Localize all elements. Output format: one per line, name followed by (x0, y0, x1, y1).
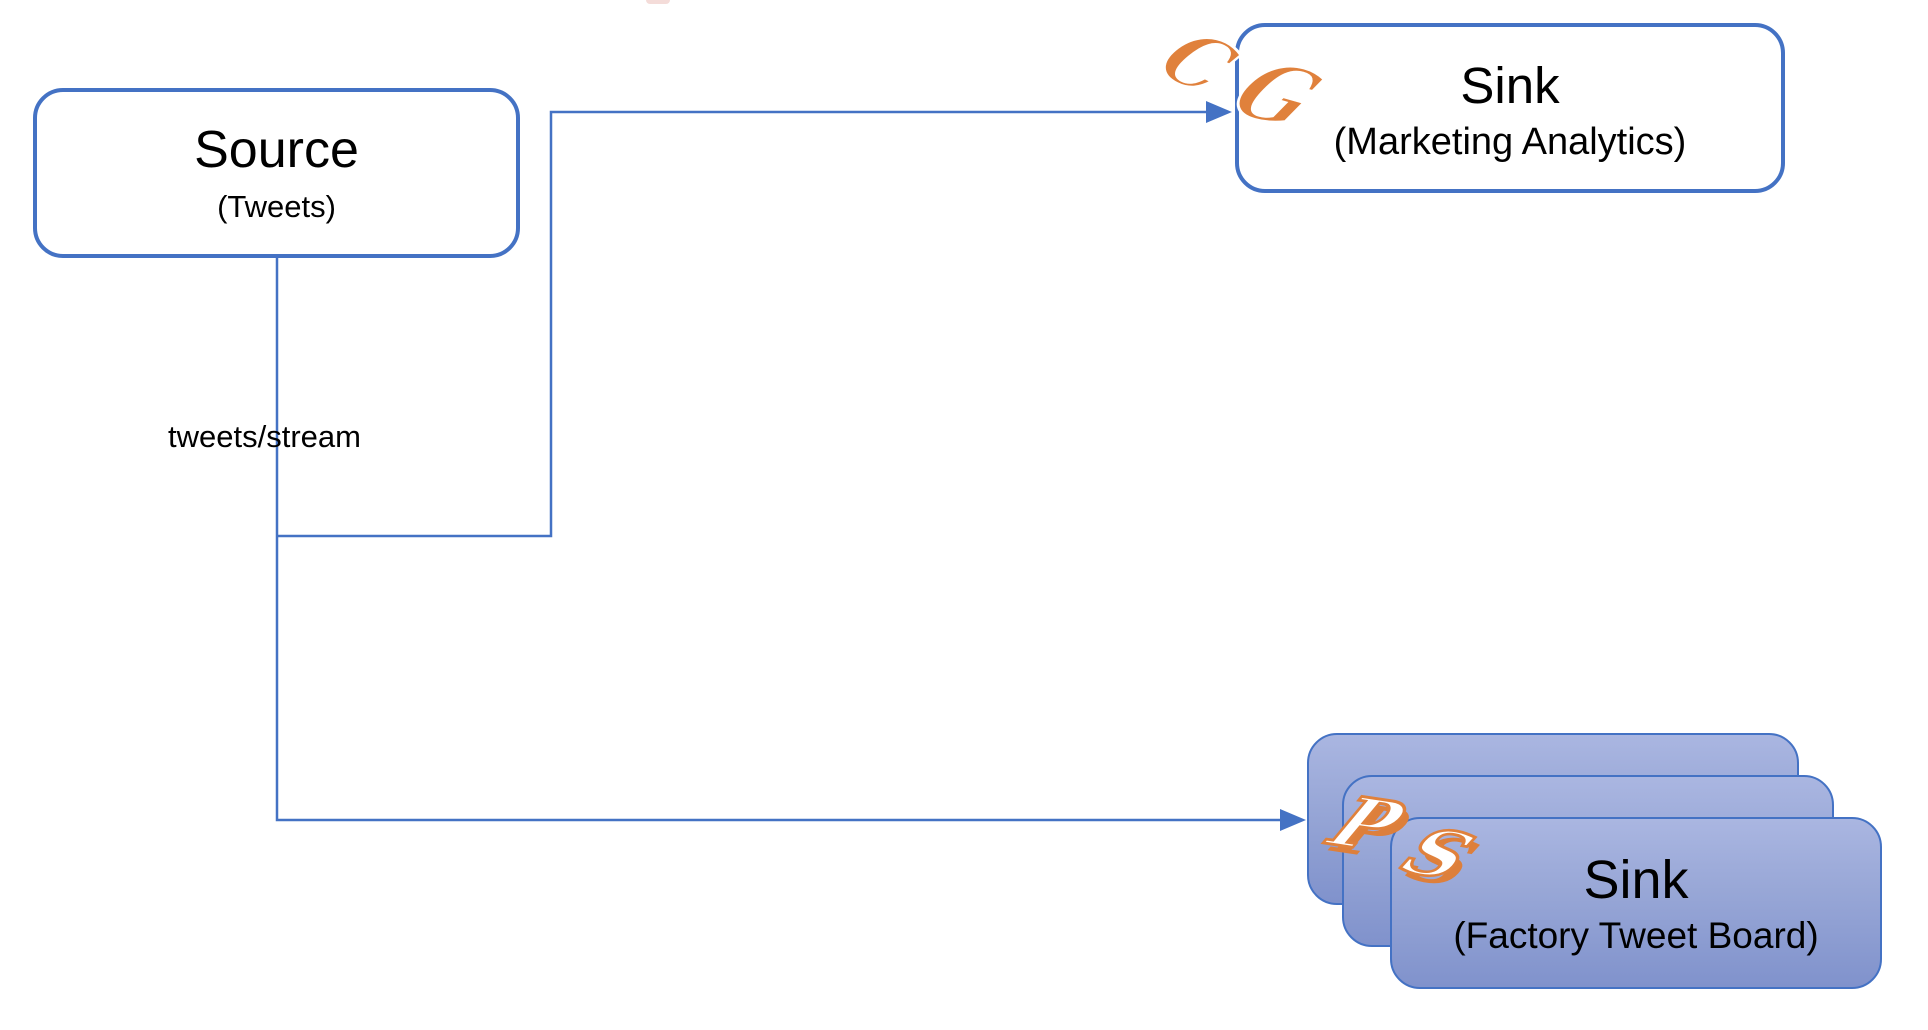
arrowhead-marketing (1206, 101, 1232, 123)
connector-source-to-marketing[interactable] (278, 110, 1206, 538)
top-edge-artifact (646, 0, 670, 4)
sink-factory-subtitle: (Factory Tweet Board) (1453, 914, 1819, 956)
node-source[interactable]: Source (Tweets) (33, 88, 520, 258)
node-sink-marketing[interactable]: Sink (Marketing Analytics) (1235, 23, 1785, 193)
edge-label: tweets/stream (168, 419, 361, 454)
source-title: Source (194, 121, 359, 180)
sink-marketing-title: Sink (1460, 56, 1560, 114)
arrowhead-factory (1280, 809, 1306, 831)
connector-source-to-factory[interactable] (275, 258, 1280, 822)
source-subtitle: (Tweets) (217, 189, 336, 225)
sink-factory-title: Sink (1583, 849, 1689, 910)
node-sink-factory[interactable]: Sink (Factory Tweet Board) (1390, 817, 1882, 989)
sink-marketing-subtitle: (Marketing Analytics) (1333, 121, 1687, 164)
